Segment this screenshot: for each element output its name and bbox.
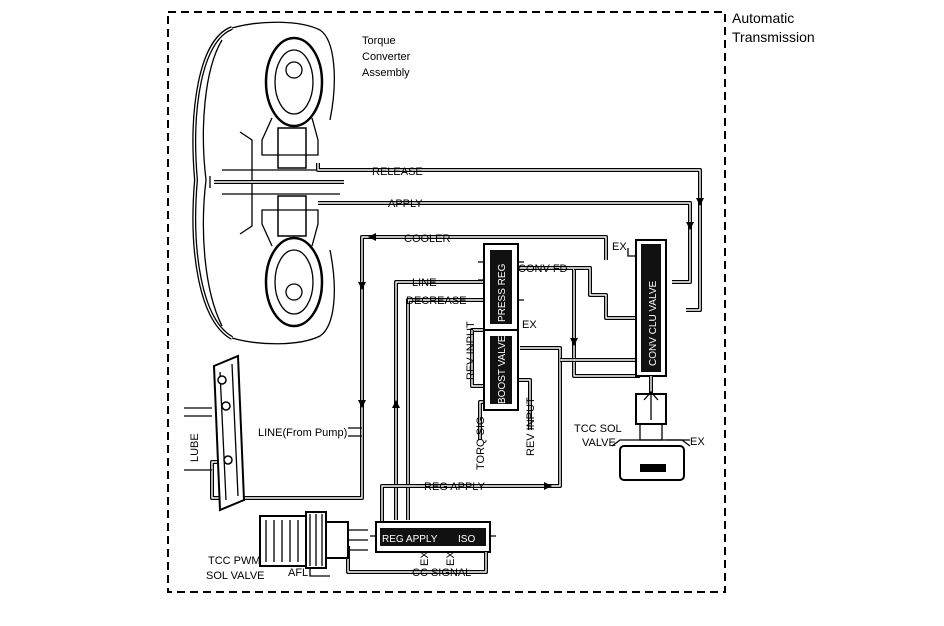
apply-passage: [318, 201, 692, 284]
press-reg-label: PRESS REG: [497, 263, 508, 322]
torque-converter: [192, 21, 344, 345]
reg-apply-passage: [380, 346, 640, 522]
reg-apply-ex-label-2: EX: [445, 551, 457, 566]
reg-apply-iso-valve: [370, 521, 496, 553]
release-label: RELEASE: [372, 166, 423, 178]
decrease-passage: [406, 298, 490, 520]
tcc-pwm-label-2: SOL VALVE: [206, 570, 265, 582]
tcc-sol-valve: [611, 376, 691, 481]
press-reg-boost-valve: [478, 243, 524, 411]
tcc-pwm-body: [259, 515, 307, 567]
conv-clu-valve: [627, 239, 667, 377]
decrease-label: DECREASE: [406, 295, 467, 307]
reg-apply-label: REG APPLY: [424, 481, 486, 493]
tcc-sol-label-1: TCC SOL: [574, 423, 622, 435]
lube-cooler: [184, 354, 246, 512]
enclosure-title-line1: Automatic: [732, 10, 794, 26]
torque-converter-label-3: Assembly: [362, 67, 410, 79]
iso-valve-label: ISO: [458, 534, 475, 545]
enclosure-title-line2: Transmission: [732, 29, 815, 45]
flow-arrows: [358, 198, 704, 490]
torque-converter-label-1: Torque: [362, 35, 396, 47]
reg-apply-ex-label-1: EX: [419, 551, 431, 566]
press-reg-ex-label: EX: [522, 319, 537, 331]
reg-apply-valve-label: REG APPLY: [382, 534, 438, 545]
boost-valve-label: BOOST VALVE: [497, 335, 508, 404]
release-passage: [316, 163, 702, 312]
conv-clu-valve-label: CONV CLU VALVE: [648, 280, 659, 366]
tcc-pwm-label-1: TCC PWM: [208, 555, 261, 567]
press-reg-spool: [490, 250, 512, 324]
line-passage: [394, 280, 490, 520]
lube-label: LUBE: [189, 433, 201, 462]
line-label: LINE: [412, 277, 436, 289]
reg-apply-spool: [380, 528, 486, 546]
rev-input-label-upper: REV INPUT: [465, 321, 477, 380]
afl-label: AFL: [288, 567, 308, 579]
conv-fd-label: CONV FD: [518, 263, 568, 275]
torq-sig-label: TORQ SIG: [475, 416, 487, 470]
cooler-passage: [360, 235, 608, 430]
tcc-pwm-sol-valve: [259, 511, 368, 577]
boost-valve-spool: [490, 336, 512, 404]
tcc-sol-label-2: VALVE: [582, 437, 616, 449]
apply-label: APPLY: [388, 198, 423, 210]
torque-converter-label-2: Converter: [362, 51, 411, 63]
conv-clu-spool: [641, 244, 661, 372]
conv-fd-passage: [514, 266, 640, 378]
tcc-sol-ex-label: EX: [690, 436, 705, 448]
cc-signal-label: CC SIGNAL: [412, 567, 471, 579]
cooler-label: COOLER: [404, 233, 451, 245]
line-from-pump-label: LINE(From Pump): [258, 427, 347, 439]
transmission-boundary: [167, 11, 726, 593]
tcc-sol-body: [619, 445, 685, 481]
rev-input-passages: [470, 328, 532, 440]
rev-input-label-lower: REV INPUT: [525, 397, 537, 456]
conv-clu-ex-label: EX: [612, 241, 627, 253]
